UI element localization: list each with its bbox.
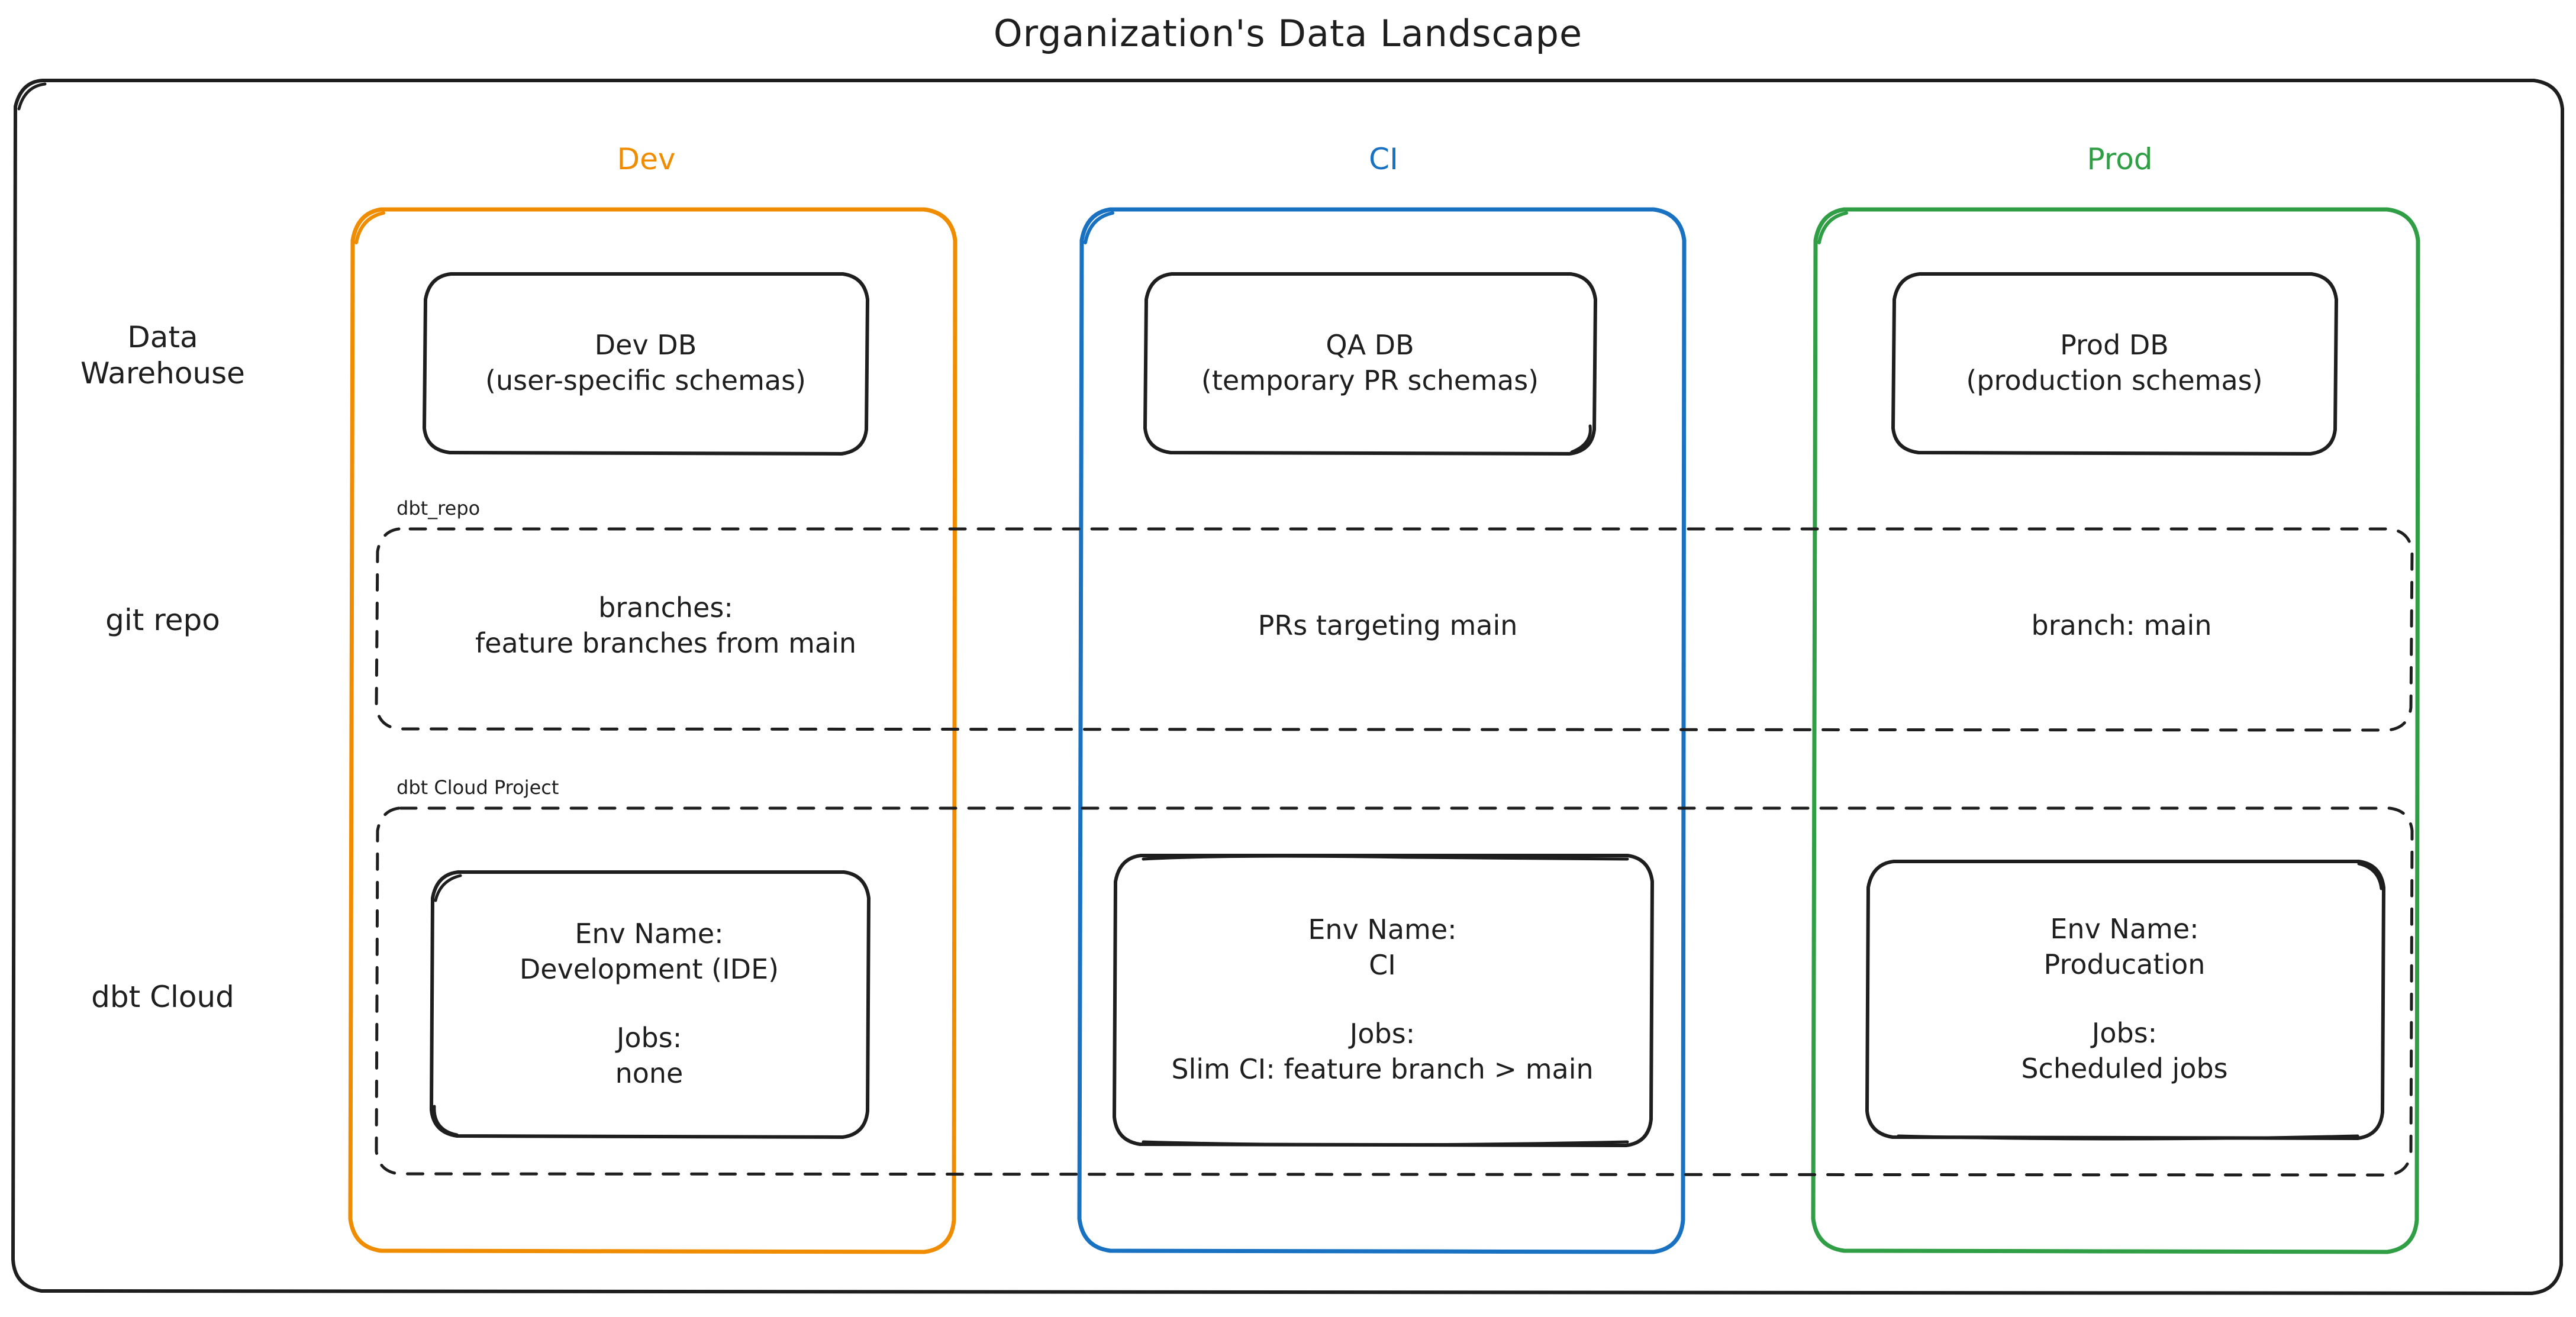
git-repo-text-ci: PRs targeting main [1258,609,1518,641]
jobs-value-ci: Slim CI: feature branch > main [1171,1053,1594,1085]
node-dev-db-label: Dev DB (user-specific schemas) [485,329,806,396]
node-dbt-env-dev-body: Env Name: Development (IDE) Jobs: none [511,916,787,1091]
env-name-label-dev: Env Name: [575,918,724,950]
env-name-value-prod: Producation [2043,948,2206,981]
group-label-dbt-repo: dbt_repo [391,497,486,519]
jobs-label-dev: Jobs: [616,1022,682,1054]
spacer [520,987,779,1021]
env-column-ci[interactable] [1076,206,1688,1255]
column-header-prod: Prod [2087,142,2153,176]
git-repo-text-dev: branches: feature branches from main [475,592,857,659]
node-prod-db[interactable]: Prod DB (production schemas) [1890,271,2339,456]
env-name-value-ci: CI [1369,949,1396,982]
jobs-value-dev: none [615,1057,684,1089]
node-qa-db[interactable]: QA DB (temporary PR schemas) [1142,271,1598,456]
jobs-label-prod: Jobs: [2091,1017,2158,1049]
env-column-prod[interactable] [1810,206,2422,1255]
env-name-label-ci: Env Name: [1308,913,1457,946]
node-dbt-env-ci[interactable]: Env Name: CI Jobs: Slim CI: feature bran… [1110,852,1655,1148]
env-name-value-dev: Development (IDE) [519,953,779,986]
env-column-dev[interactable] [347,206,959,1255]
column-header-dev: Dev [617,142,676,176]
row-label-git-repo: git repo [105,603,220,637]
node-dbt-env-dev[interactable]: Env Name: Development (IDE) Jobs: none [427,869,871,1140]
node-prod-db-label: Prod DB (production schemas) [1966,329,2263,396]
group-container-dbt-repo [373,525,2414,732]
git-repo-text-prod: branch: main [2031,609,2212,641]
column-header-ci: CI [1369,142,1398,176]
group-label-dbt-cloud-project: dbt Cloud Project [391,776,565,799]
jobs-value-prod: Scheduled jobs [2021,1052,2228,1084]
node-dbt-env-prod[interactable]: Env Name: Producation Jobs: Scheduled jo… [1863,858,2386,1141]
node-dbt-env-prod-body: Env Name: Producation Jobs: Scheduled jo… [2013,912,2236,1086]
env-name-label-prod: Env Name: [2050,913,2199,945]
row-label-dbt-cloud: dbt Cloud [91,980,234,1014]
outer-frame [9,76,2566,1297]
page-title: Organization's Data Landscape [993,12,1583,55]
node-qa-db-label: QA DB (temporary PR schemas) [1201,329,1539,396]
node-dev-db[interactable]: Dev DB (user-specific schemas) [421,271,870,456]
node-dbt-env-ci-body: Env Name: CI Jobs: Slim CI: feature bran… [1163,912,1601,1087]
spacer [1171,983,1593,1016]
spacer [2021,983,2227,1016]
jobs-label-ci: Jobs: [1349,1018,1416,1050]
